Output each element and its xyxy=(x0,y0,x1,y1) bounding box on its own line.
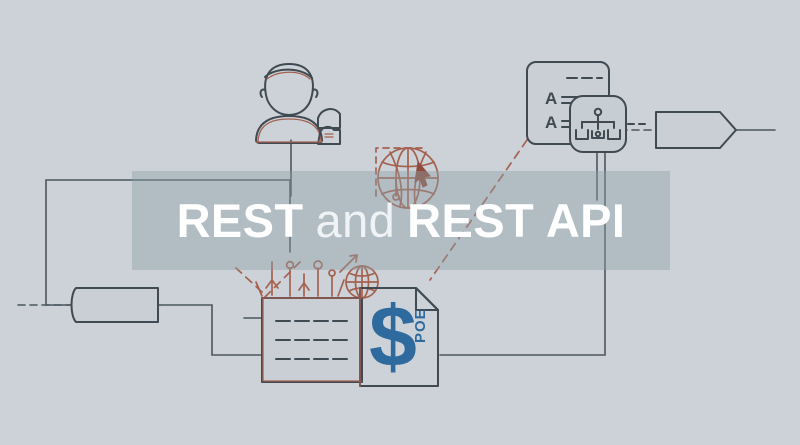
money-document-watermark: POE xyxy=(412,308,429,343)
title-part-rest: REST xyxy=(176,194,304,247)
user-person-icon xyxy=(255,63,341,145)
document-card-letter: A xyxy=(545,113,557,132)
sketch-red-accents xyxy=(261,287,363,387)
tag-node-left xyxy=(70,287,159,323)
page-title: REST and REST API xyxy=(132,171,670,270)
title-part-rest-api: REST API xyxy=(407,194,626,247)
currency-glyph: $ xyxy=(369,289,417,385)
tag-node-right xyxy=(655,111,737,149)
network-hierarchy-icon xyxy=(569,95,647,153)
globe-icon xyxy=(375,147,439,209)
title-overlay-band xyxy=(132,171,670,270)
money-document-icon: $ POE xyxy=(359,287,439,387)
title-part-and: and xyxy=(315,194,396,247)
document-card-letter: A xyxy=(545,89,557,108)
lined-document-icon xyxy=(261,297,363,383)
